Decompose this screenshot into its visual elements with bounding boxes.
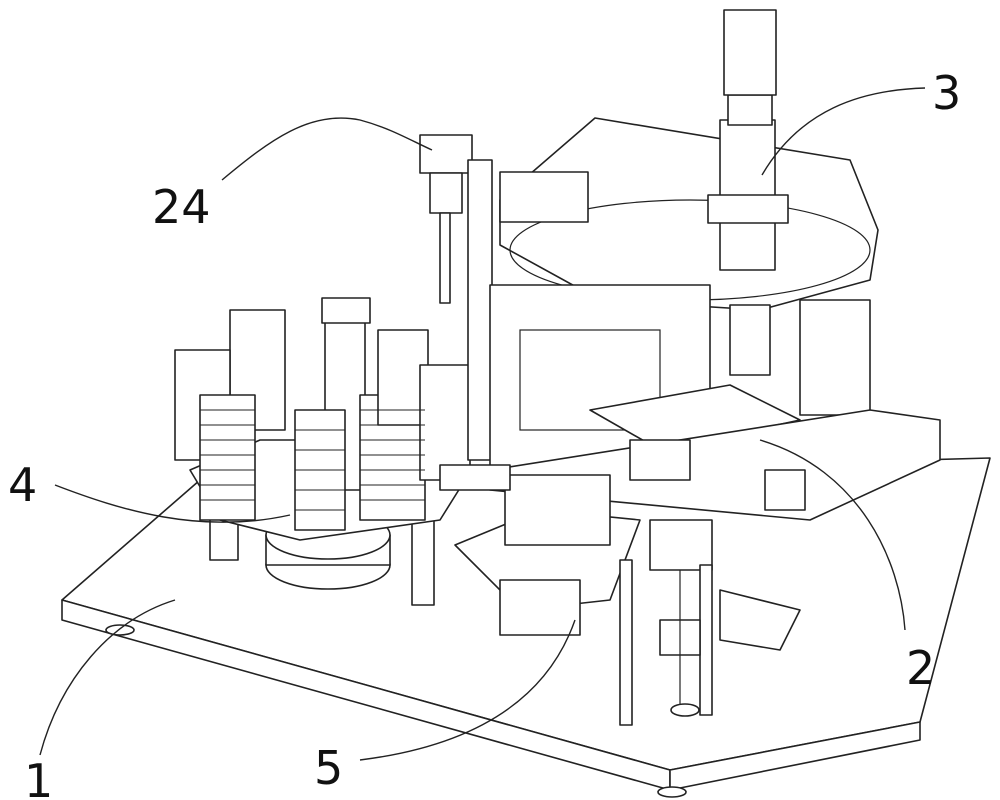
label-camera: 24 [152, 180, 211, 234]
leader-line-5 [359, 619, 576, 761]
tray-carousel [174, 297, 471, 606]
label-transfer-unit: 5 [314, 741, 344, 795]
tray-stack [174, 297, 471, 531]
microscope-unit [489, 9, 941, 521]
leader-line-2 [759, 439, 906, 631]
label-base-plate: 1 [24, 754, 54, 800]
label-stage-unit: 2 [906, 641, 936, 695]
leader-line-3 [761, 87, 926, 176]
leader-line-24 [221, 117, 433, 181]
camera-assembly [419, 134, 493, 461]
leader-line-1 [39, 599, 176, 756]
leader-line-4 [54, 484, 291, 523]
transfer-unit [439, 464, 801, 726]
label-tray-carousel: 4 [8, 458, 38, 512]
tray-slats [200, 409, 425, 511]
label-microscope: 3 [932, 66, 962, 120]
